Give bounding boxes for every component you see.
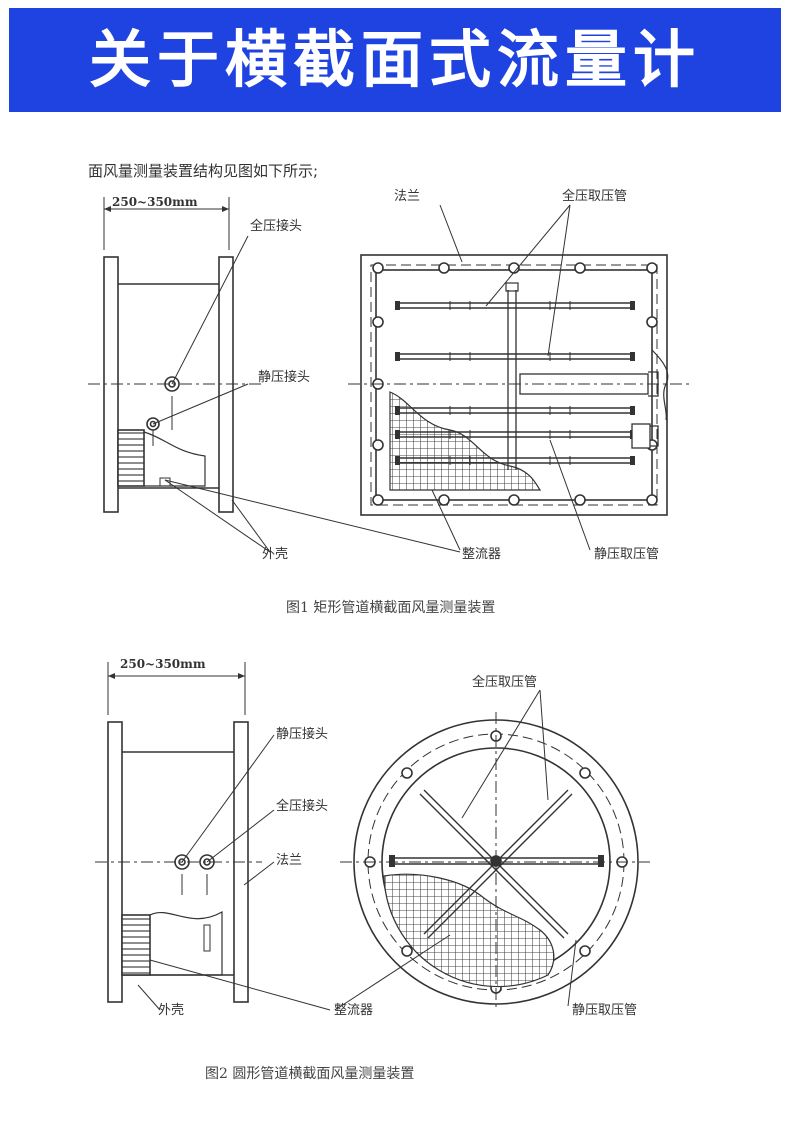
fig2-label-housing: 外壳 xyxy=(158,1003,184,1018)
fig2-label-total-pressure-connector: 全压接头 xyxy=(276,798,328,814)
fig1-label-total-pressure-connector: 全压接头 xyxy=(250,218,302,234)
fig2-side-view xyxy=(95,662,331,1011)
fig2-label-flow-straightener: 整流器 xyxy=(334,1003,373,1018)
fig2-label-static-pressure-tube: 静压取压管 xyxy=(572,1003,637,1018)
fig2-label-static-pressure-connector: 静压接头 xyxy=(276,726,328,742)
fig1-label-total-pressure-tube: 全压取压管 xyxy=(562,188,627,204)
fig1-label-flow-straightener: 整流器 xyxy=(462,547,501,562)
fig2-caption: 图2 圆形管道横截面风量测量装置 xyxy=(205,1066,414,1082)
title-banner: 关于横截面式流量计 xyxy=(9,8,781,112)
fig1-front-view xyxy=(164,204,690,553)
fig1-label-static-pressure-connector: 静压接头 xyxy=(258,369,310,385)
fig1-label-static-pressure-tube: 静压取压管 xyxy=(594,547,659,562)
fig1-caption: 图1 矩形管道横截面风量测量装置 xyxy=(286,600,495,616)
fig1-dimension-label: 250~350mm xyxy=(112,195,198,209)
fig2-dimension-label: 250~350mm xyxy=(120,657,206,671)
fig2-label-flange: 法兰 xyxy=(276,853,302,868)
fig1-side-view xyxy=(88,197,271,553)
fig2-front-view xyxy=(334,689,650,1011)
fig1-label-flange: 法兰 xyxy=(394,189,420,204)
fig1-label-housing: 外壳 xyxy=(262,547,288,562)
page-title: 关于横截面式流量计 xyxy=(88,23,701,96)
fig2-label-total-pressure-tube: 全压取压管 xyxy=(472,674,537,690)
intro-text: 面风量测量装置结构见图如下所示; xyxy=(88,162,319,180)
